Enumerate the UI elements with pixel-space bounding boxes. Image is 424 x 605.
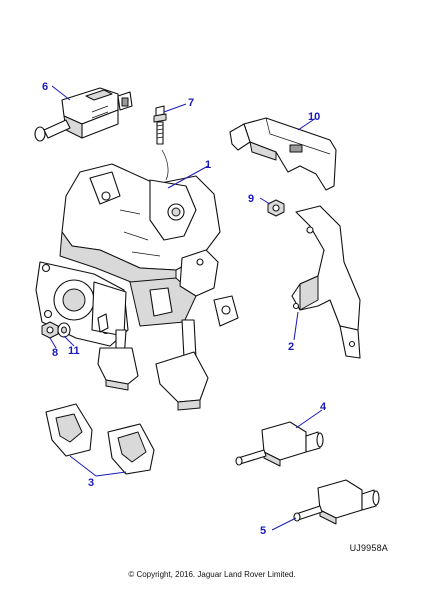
callout-9: 9 <box>248 193 254 205</box>
part-10-bracket <box>229 117 337 191</box>
part-7-bolt <box>153 105 169 181</box>
part-2-mounting-bracket <box>291 205 361 359</box>
part-1-pedal-box <box>35 163 239 347</box>
diagram-reference-code: UJ9958A <box>349 543 388 553</box>
callout-6: 6 <box>42 81 48 93</box>
leader-lines <box>49 85 323 531</box>
callout-3: 3 <box>88 477 94 489</box>
callout-10: 10 <box>308 111 320 123</box>
callout-7: 7 <box>188 97 194 109</box>
callout-8: 8 <box>52 347 58 359</box>
part-8-nut <box>41 321 59 339</box>
part-5-switch <box>293 479 380 525</box>
callout-4: 4 <box>320 401 327 413</box>
callout-5: 5 <box>260 525 266 537</box>
part-4-switch <box>235 421 324 467</box>
pedal-arms <box>97 319 209 411</box>
callout-11: 11 <box>68 345 80 357</box>
callout-labels: 6 7 10 1 9 2 8 11 3 4 5 <box>42 81 327 537</box>
part-11-washer <box>57 313 109 338</box>
part-6-switch-assembly <box>34 87 133 142</box>
callout-2: 2 <box>288 341 294 353</box>
callout-1: 1 <box>205 159 211 171</box>
copyright-notice: © Copyright, 2016. Jaguar Land Rover Lim… <box>128 570 296 579</box>
part-3-pedal-pads <box>45 403 155 475</box>
part-9-nut <box>267 199 285 217</box>
